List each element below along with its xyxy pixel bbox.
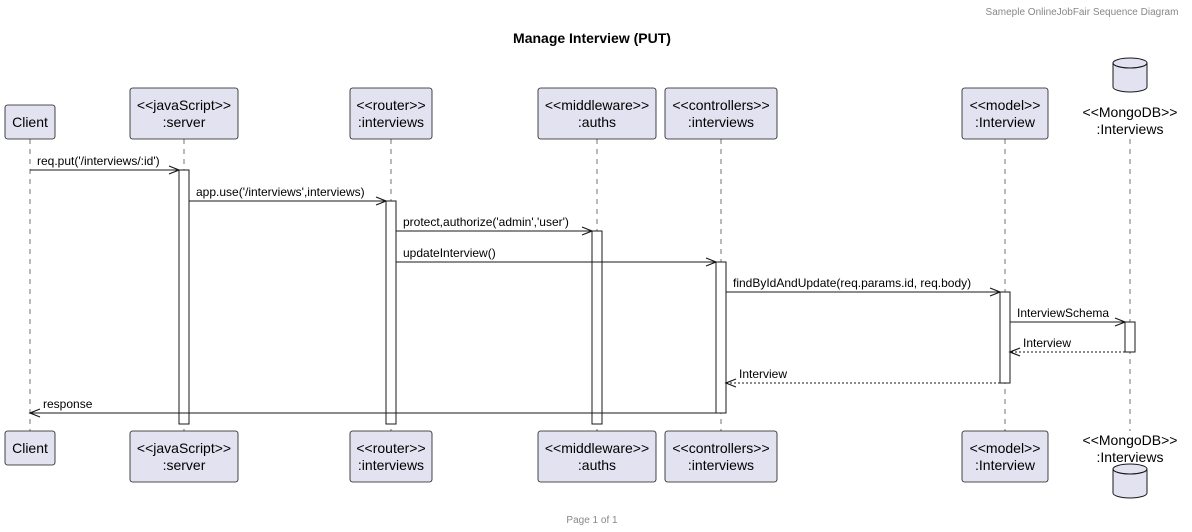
participant-box xyxy=(129,87,239,140)
participant-server-bottom: <<javaScript>>:server xyxy=(129,430,239,483)
database-icon xyxy=(1112,469,1148,499)
message-3: protect,authorize('admin','user') xyxy=(396,215,594,236)
participant-model-bottom: <<model>>:Interview xyxy=(961,430,1049,483)
participant-box xyxy=(129,430,239,483)
message-7: Interview xyxy=(1008,336,1125,357)
participant-box xyxy=(4,104,56,140)
message-5: findByIdAndUpdate(req.params.id, req.bod… xyxy=(726,276,1002,297)
participant-label: Client xyxy=(12,114,48,130)
message-label: InterviewSchema xyxy=(1017,306,1109,320)
participant-label: <<controllers>> xyxy=(672,97,769,113)
participant-client-top: Client xyxy=(4,104,56,140)
activation-bar-router xyxy=(385,200,397,425)
activation-bar-model xyxy=(999,291,1011,384)
participants: ClientClient<<javaScript>>:server<<javaS… xyxy=(4,57,1178,499)
message-label: Interview xyxy=(1023,336,1071,350)
participant-label: :Interviews xyxy=(1097,449,1164,465)
message-8: Interview xyxy=(724,367,1000,388)
message-2: app.use('/interviews',interviews) xyxy=(189,185,388,206)
participant-box xyxy=(349,430,433,483)
participant-label: :auths xyxy=(578,457,616,473)
participant-controllers-top: <<controllers>>:interviews xyxy=(664,87,778,140)
activation-bar-server xyxy=(178,169,190,425)
arrowhead-icon xyxy=(1114,317,1127,327)
participant-label: Client xyxy=(12,440,48,456)
message-4: updateInterview() xyxy=(396,246,718,267)
participant-server-top: <<javaScript>>:server xyxy=(129,87,239,140)
participant-box xyxy=(4,430,56,466)
participant-box xyxy=(664,430,778,483)
arrowhead-icon xyxy=(1008,347,1021,357)
participant-box xyxy=(664,87,778,140)
participant-label: <<router>> xyxy=(356,440,425,456)
participant-label: <<MongoDB>> xyxy=(1083,432,1178,448)
participant-label: <<model>> xyxy=(970,97,1041,113)
message-9: response xyxy=(28,397,716,418)
participant-label: <<MongoDB>> xyxy=(1083,104,1178,120)
arrowhead-icon xyxy=(724,378,737,388)
participant-label: :Interviews xyxy=(1097,121,1164,137)
activation-bar-controllers xyxy=(715,261,727,414)
message-label: findByIdAndUpdate(req.params.id, req.bod… xyxy=(733,276,971,290)
arrowhead-icon xyxy=(989,287,1002,297)
participant-label: <<model>> xyxy=(970,440,1041,456)
participant-box xyxy=(961,87,1049,140)
participant-label: :interviews xyxy=(688,457,754,473)
participant-label: :interviews xyxy=(688,114,754,130)
participant-label: :server xyxy=(163,457,206,473)
participant-mongodb-top: <<MongoDB>>:Interviews xyxy=(1083,57,1178,137)
participant-box xyxy=(349,87,433,140)
participant-label: <<router>> xyxy=(356,97,425,113)
message-label: protect,authorize('admin','user') xyxy=(403,215,569,229)
participant-label: :Interview xyxy=(975,457,1036,473)
diagram-caption: Sameple OnlineJobFair Sequence Diagram xyxy=(986,7,1179,18)
message-label: app.use('/interviews',interviews) xyxy=(196,185,365,199)
participant-box xyxy=(537,87,657,140)
message-label: Interview xyxy=(739,367,787,381)
participant-router-bottom: <<router>>:interviews xyxy=(349,430,433,483)
participant-router-top: <<router>>:interviews xyxy=(349,87,433,140)
activation-bar-mongodb xyxy=(1124,321,1136,353)
participant-label: :interviews xyxy=(358,457,424,473)
activation-bar-middleware xyxy=(591,230,603,425)
message-label: response xyxy=(43,397,93,411)
participant-box xyxy=(537,430,657,483)
arrowhead-icon xyxy=(705,257,718,267)
arrowhead-icon xyxy=(28,408,41,418)
participant-label: :Interview xyxy=(975,114,1036,130)
participant-model-top: <<model>>:Interview xyxy=(961,87,1049,140)
participant-controllers-bottom: <<controllers>>:interviews xyxy=(664,430,778,483)
participant-label: <<javaScript>> xyxy=(137,97,231,113)
message-label: req.put('/interviews/:id') xyxy=(37,154,160,168)
participant-middleware-top: <<middleware>>:auths xyxy=(537,87,657,140)
activation-bars xyxy=(178,169,1136,425)
participant-label: :interviews xyxy=(358,114,424,130)
arrowhead-icon xyxy=(375,196,388,206)
arrowhead-icon xyxy=(581,226,594,236)
participant-label: :server xyxy=(163,114,206,130)
message-1: req.put('/interviews/:id') xyxy=(30,154,181,175)
participant-middleware-bottom: <<middleware>>:auths xyxy=(537,430,657,483)
arrowhead-icon xyxy=(168,165,181,175)
messages: req.put('/interviews/:id') app.use('/inte… xyxy=(28,154,1127,418)
message-6: InterviewSchema xyxy=(1010,306,1127,327)
participant-label: :auths xyxy=(578,114,616,130)
participant-box xyxy=(961,430,1049,483)
participant-label: <<middleware>> xyxy=(545,97,649,113)
participant-mongodb-bottom: <<MongoDB>>:Interviews xyxy=(1083,432,1178,499)
database-icon xyxy=(1112,63,1148,93)
message-label: updateInterview() xyxy=(403,246,496,260)
participant-client-bottom: Client xyxy=(4,430,56,466)
participant-label: <<controllers>> xyxy=(672,440,769,456)
participant-label: <<javaScript>> xyxy=(137,440,231,456)
diagram-title: Manage Interview (PUT) xyxy=(513,30,671,46)
page-footer: Page 1 of 1 xyxy=(566,515,618,526)
participant-label: <<middleware>> xyxy=(545,440,649,456)
